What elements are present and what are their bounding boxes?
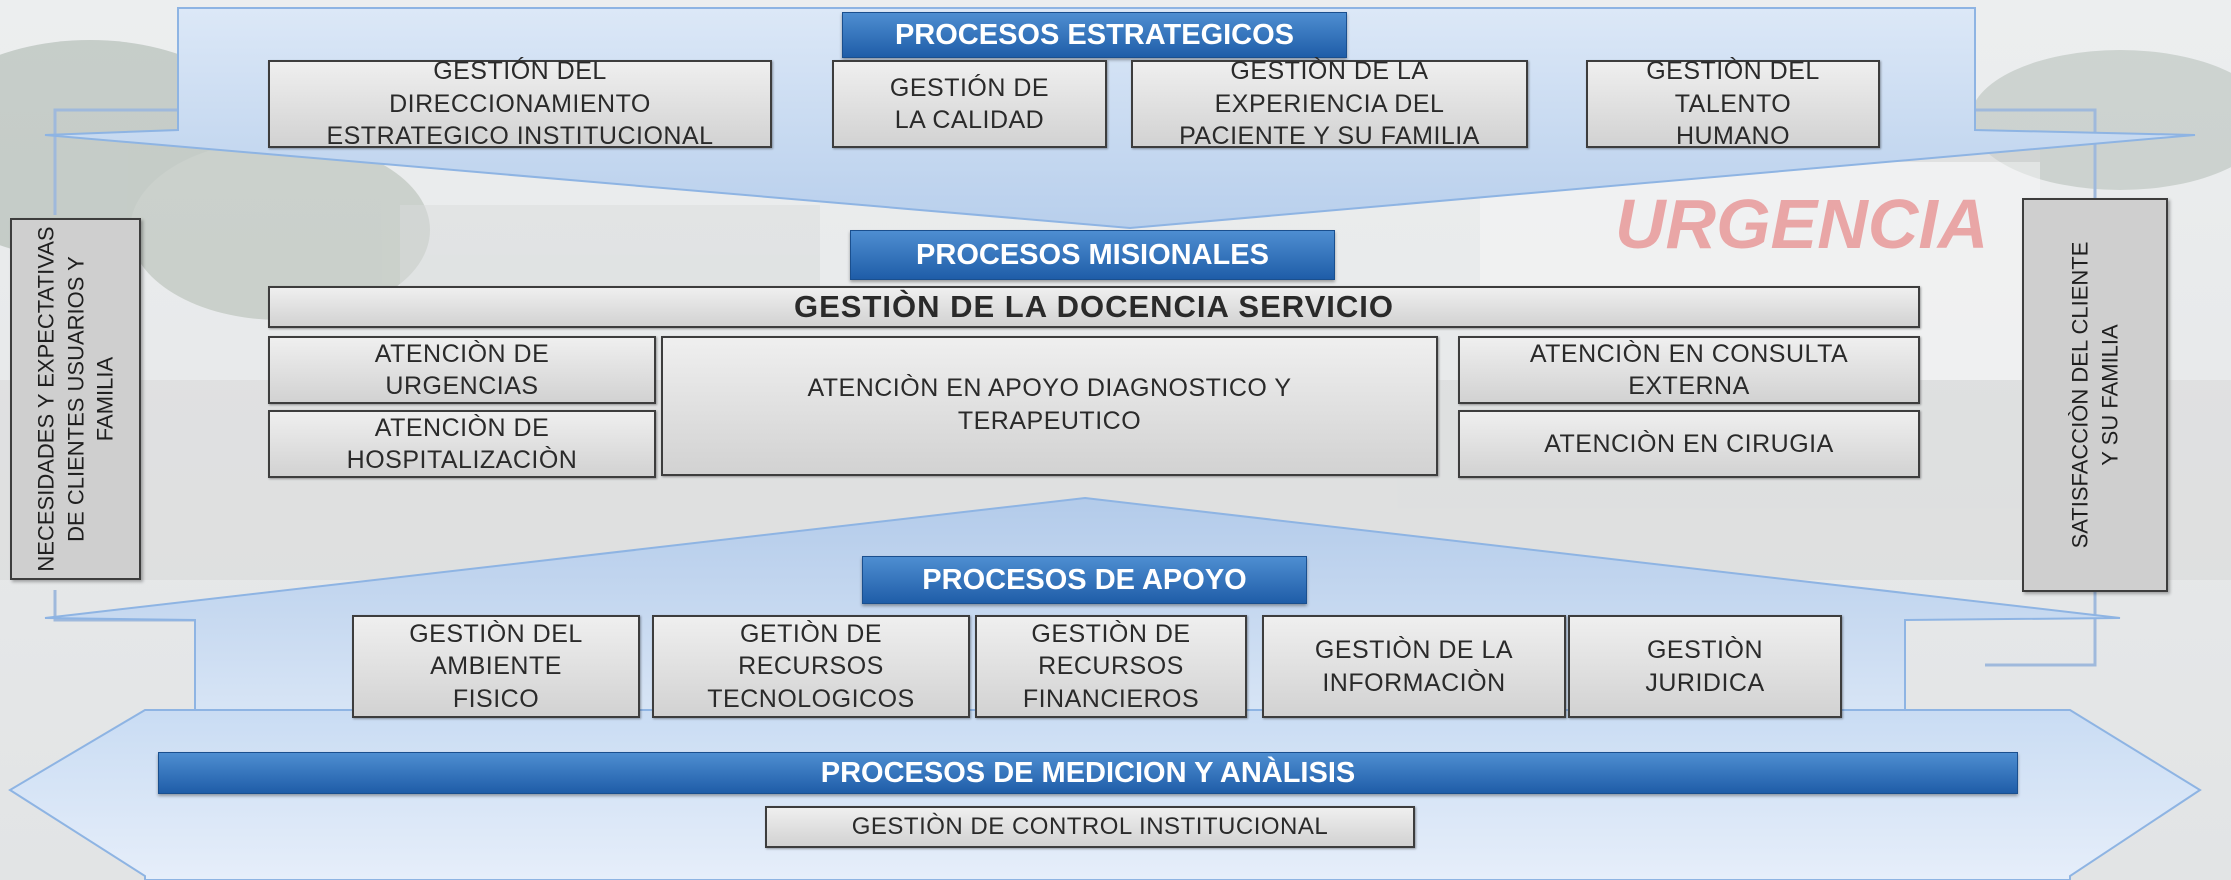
support-item-line: GESTIÒN DE LA: [1314, 636, 1514, 664]
support-item-line: AMBIENTE: [430, 652, 562, 681]
teaching-service-label: GESTIÒN DE LA DOCENCIA SERVICIO: [794, 288, 1394, 324]
measurement-double-arrow: [8, 709, 2202, 880]
strategic-item-experiencia: GESTIÒN DE LA EXPERIENCIA DEL PACIENTE Y S…: [1131, 57, 1528, 150]
strategic-item-line: GESTIÓN DEL: [433, 57, 607, 86]
missional-item-consulta-externa: ATENCIÒN EN CONSULTA EXTERNA: [1458, 336, 1920, 404]
measurement-processes-banner: PROCESOS DE MEDICION Y ANÀLISIS: [158, 752, 2018, 794]
missional-item-apoyo-diagnostico: ATENCIÒN EN APOYO DIAGNOSTICO Y TERAPEUTI…: [661, 336, 1438, 476]
missional-item-line: ATENCIÒN EN CONSULTA: [1529, 339, 1849, 368]
support-item-line: INFORMACIÒN: [1322, 668, 1506, 697]
strategic-processes-banner: PROCESOS ESTRATEGICOS: [842, 12, 1347, 58]
support-item-tecnologicos: GETIÒN DE RECURSOS TECNOLOGICOS: [652, 615, 970, 718]
support-item-line: FISICO: [452, 684, 540, 713]
missional-item-line: HOSPITALIZACIÒN: [346, 446, 578, 474]
support-item-line: GESTIÒN DE: [1031, 619, 1191, 648]
strategic-item-line: EXPERIENCIA DEL: [1214, 89, 1445, 118]
support-item-line: FINANCIEROS: [1022, 684, 1200, 713]
missional-item-line: ATENCIÒN DE: [374, 339, 550, 368]
backdrop-watermark: URGENCIA: [1615, 185, 1988, 263]
support-item-informacion: GESTIÒN DE LA INFORMACIÒN: [1262, 615, 1566, 718]
missional-item-hospitalizacion: ATENCIÒN DE HOSPITALIZACIÒN: [268, 410, 656, 478]
client-satisfaction-line: Y SU FAMILIA: [2097, 324, 2122, 466]
support-item-financieros: GESTIÒN DE RECURSOS FINANCIEROS: [975, 615, 1247, 718]
missional-item-line: ATENCIÒN EN APOYO DIAGNOSTICO Y: [807, 374, 1292, 402]
support-item-line: GESTIÒN: [1646, 636, 1763, 664]
missional-processes-banner: PROCESOS MISIONALES: [850, 230, 1335, 280]
client-needs-panel: NECESIDADES Y EXPECTATIVAS DE CLIENTES U…: [10, 218, 141, 580]
support-item-line: RECURSOS: [738, 652, 884, 681]
strategic-item-line: HUMANO: [1675, 122, 1791, 151]
strategic-item-direccionamiento: GESTIÓN DEL DIRECCIONAMIENTO ESTRATEGICO I…: [268, 57, 772, 150]
client-needs-line: DE CLIENTES USUARIOS Y: [62, 256, 88, 542]
support-item-line: RECURSOS: [1038, 652, 1184, 681]
strategic-item-talento: GESTIÒN DEL TALENTO HUMANO: [1586, 57, 1880, 150]
control-institucional-label: GESTIÒN DE CONTROL INSTITUCIONAL: [851, 813, 1329, 841]
support-item-line: GETIÒN DE: [739, 619, 882, 648]
strategic-processes-title: PROCESOS ESTRATEGICOS: [894, 18, 1295, 51]
strategic-item-line: GESTIÒN DE LA: [1230, 57, 1429, 86]
missional-item-line: URGENCIAS: [385, 372, 539, 400]
strategic-item-line: GESTIÒN DEL: [1646, 57, 1820, 86]
missional-item-line: TERAPEUTICO: [957, 406, 1142, 435]
strategic-item-calidad: GESTIÓN DE LA CALIDAD: [832, 60, 1107, 148]
missional-item-urgencias: ATENCIÒN DE URGENCIAS: [268, 336, 656, 404]
support-item-line: JURIDICA: [1645, 668, 1765, 697]
strategic-item-line: ESTRATEGICO INSTITUCIONAL: [326, 122, 714, 151]
measurement-processes-title: PROCESOS DE MEDICION Y ANÀLISIS: [820, 756, 1356, 789]
client-satisfaction-line: SATISFACCIÒN DEL CLIENTE: [2067, 241, 2093, 549]
client-needs-line: NECESIDADES Y EXPECTATIVAS: [32, 226, 58, 572]
missional-processes-title: PROCESOS MISIONALES: [916, 238, 1269, 271]
support-item-ambiente: GESTIÒN DEL AMBIENTE FISICO: [352, 615, 640, 718]
support-item-juridica: GESTIÒN JURIDICA: [1568, 615, 1842, 718]
control-institucional-box: GESTIÒN DE CONTROL INSTITUCIONAL: [765, 806, 1415, 848]
teaching-service-box: GESTIÒN DE LA DOCENCIA SERVICIO: [268, 286, 1920, 328]
client-satisfaction-panel: SATISFACCIÒN DEL CLIENTE Y SU FAMILIA: [2022, 198, 2168, 592]
missional-item-line: ATENCIÒN EN CIRUGIA: [1544, 429, 1834, 458]
strategic-item-line: PACIENTE Y SU FAMILIA: [1179, 122, 1480, 151]
missional-item-cirugia: ATENCIÒN EN CIRUGIA: [1458, 410, 1920, 478]
missional-item-line: ATENCIÒN DE: [374, 413, 550, 442]
missional-item-line: EXTERNA: [1628, 372, 1750, 400]
client-needs-line: FAMILIA: [92, 356, 118, 442]
support-processes-banner: PROCESOS DE APOYO: [862, 556, 1307, 604]
strategic-item-line: LA CALIDAD: [894, 106, 1045, 134]
support-item-line: GESTIÒN DEL: [409, 619, 583, 648]
strategic-item-line: GESTIÓN DE: [889, 73, 1050, 102]
strategic-item-line: TALENTO: [1674, 89, 1792, 118]
support-processes-title: PROCESOS DE APOYO: [922, 563, 1247, 596]
strategic-item-line: DIRECCIONAMIENTO: [389, 89, 651, 118]
support-item-line: TECNOLOGICOS: [707, 684, 915, 713]
